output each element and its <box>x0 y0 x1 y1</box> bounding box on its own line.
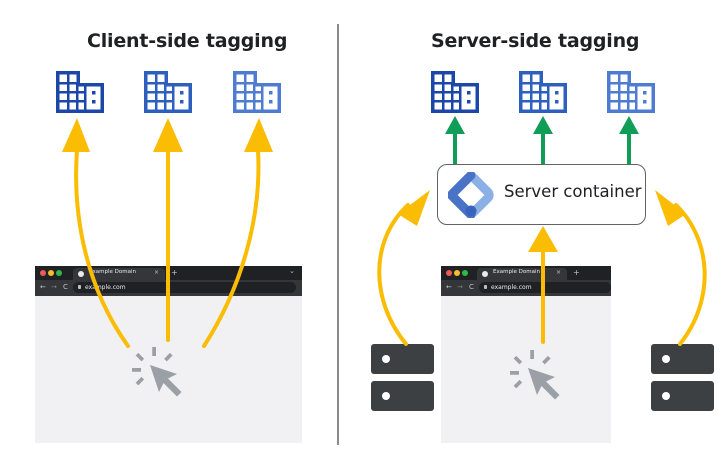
forward-icon[interactable]: → <box>457 283 463 291</box>
panel-divider <box>337 24 339 445</box>
arrow-server-left-to-container <box>377 203 410 346</box>
server-unit <box>371 381 434 411</box>
url-text: example.com <box>491 283 532 291</box>
server-unit <box>651 381 714 411</box>
globe-icon <box>78 271 84 277</box>
browser-tab[interactable]: Example Domain × <box>73 268 165 280</box>
window-minimize-dot[interactable] <box>454 270 460 276</box>
window-close-dot[interactable] <box>40 270 46 276</box>
reload-icon[interactable]: C <box>469 283 474 291</box>
arrowhead-yellow <box>153 118 183 152</box>
window-minimize-dot[interactable] <box>48 270 54 276</box>
server-container-label: Server container <box>504 182 642 201</box>
server-container-box: Server container <box>437 164 646 225</box>
lock-icon <box>484 285 487 289</box>
reload-icon[interactable]: C <box>63 283 68 291</box>
server-led <box>382 355 390 363</box>
globe-icon <box>482 271 488 277</box>
building-icon-vendor-2 <box>519 71 567 113</box>
server-led <box>382 392 390 400</box>
window-close-dot[interactable] <box>446 270 452 276</box>
server-side-title: Server-side tagging <box>431 30 640 52</box>
building-icon-vendor-3 <box>233 71 281 113</box>
tab-close-icon[interactable]: × <box>153 269 159 276</box>
arrow-server-right-to-container <box>674 203 707 346</box>
arrowhead-green <box>619 116 639 134</box>
arrowhead-yellow <box>528 226 558 252</box>
back-icon[interactable]: ← <box>40 283 46 291</box>
back-icon[interactable]: ← <box>446 283 452 291</box>
tag-manager-logo-icon <box>448 172 494 218</box>
url-field[interactable]: example.com <box>73 282 296 293</box>
new-tab-button[interactable]: + <box>171 268 178 277</box>
arrow-to-vendor-3 <box>202 148 261 348</box>
building-icon-vendor-1 <box>431 71 479 113</box>
server-led <box>662 392 670 400</box>
arrowhead-yellow <box>244 118 273 152</box>
url-text: example.com <box>85 283 126 291</box>
forward-icon[interactable]: → <box>51 283 57 291</box>
tab-close-icon[interactable]: × <box>555 269 561 276</box>
click-cursor-icon <box>510 350 560 400</box>
server-unit <box>371 344 434 374</box>
window-maximize-dot[interactable] <box>462 270 468 276</box>
arrowhead-green <box>445 116 465 134</box>
tab-title: Example Domain <box>89 269 136 275</box>
click-cursor-icon <box>132 347 182 397</box>
client-side-title: Client-side tagging <box>87 30 288 52</box>
server-unit <box>651 344 714 374</box>
arrowhead-green <box>533 116 553 134</box>
arrowhead-yellow <box>62 118 90 152</box>
chevron-down-icon[interactable]: ⌄ <box>289 267 295 275</box>
building-icon-vendor-2 <box>144 71 192 113</box>
window-maximize-dot[interactable] <box>56 270 62 276</box>
building-icon-vendor-3 <box>607 71 655 113</box>
tab-title: Example Domain <box>493 269 540 275</box>
arrowhead-yellow <box>398 190 430 226</box>
building-icon-vendor-1 <box>56 71 104 113</box>
server-led <box>662 355 670 363</box>
arrow-to-vendor-1 <box>74 148 130 348</box>
arrowhead-yellow <box>655 190 686 226</box>
new-tab-button[interactable]: + <box>573 268 580 277</box>
lock-icon <box>78 285 81 289</box>
